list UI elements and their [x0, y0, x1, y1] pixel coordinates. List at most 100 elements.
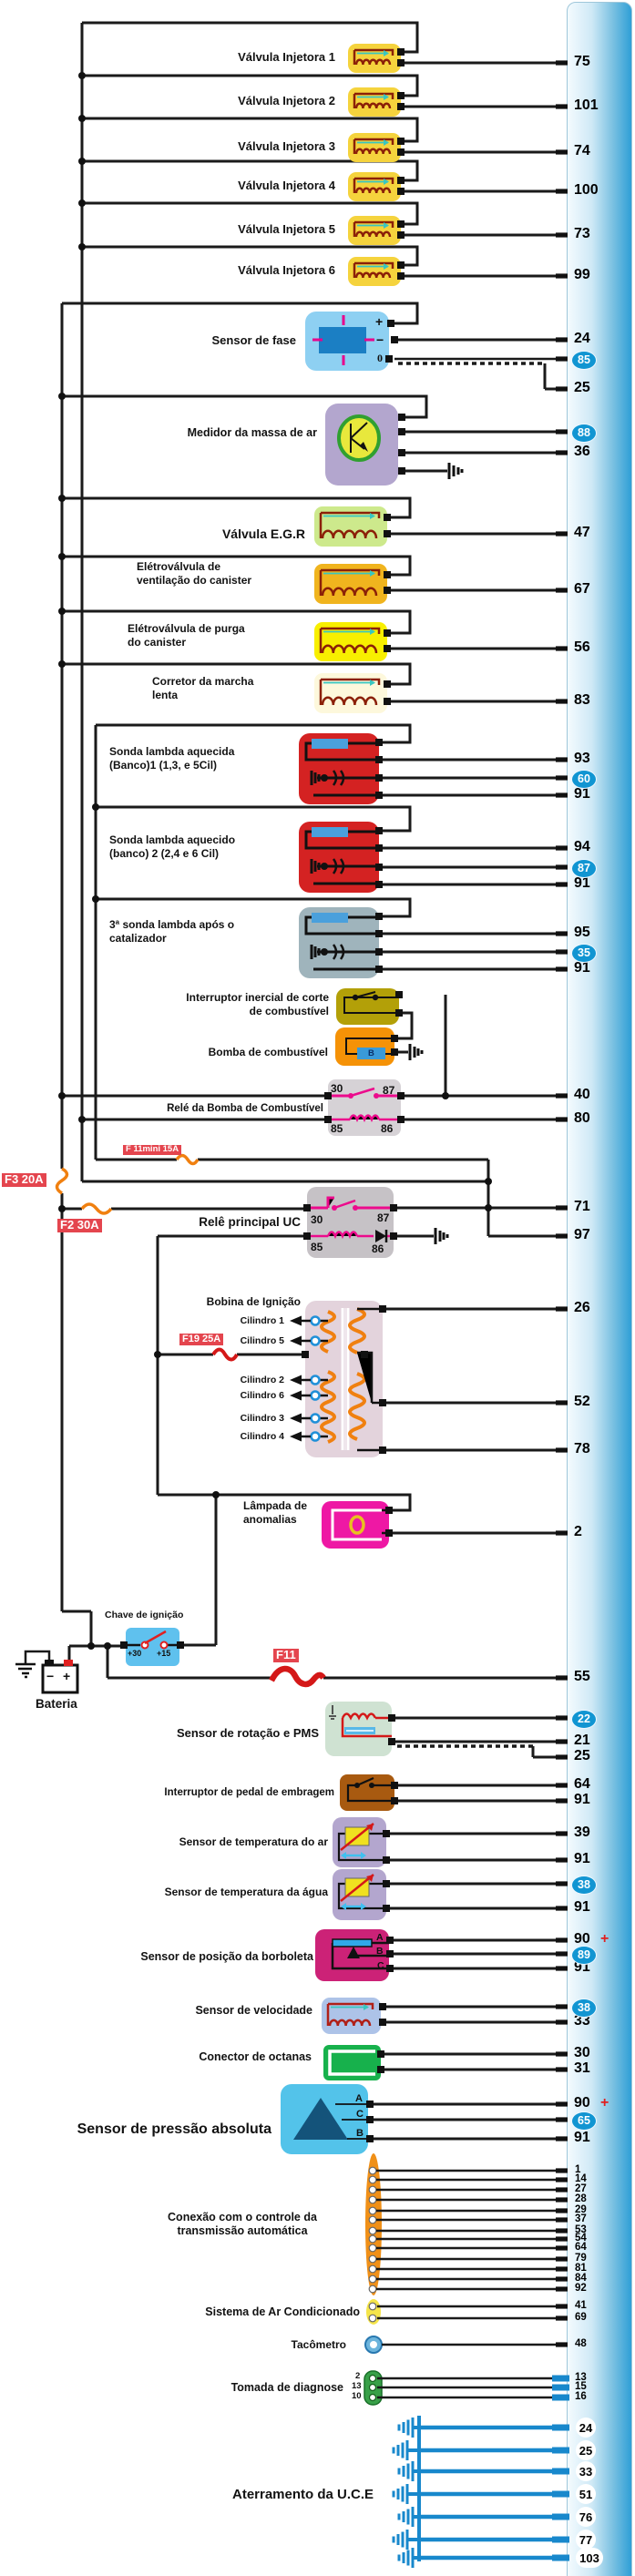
label-cilindro-5: Cilindro 5 — [240, 1335, 284, 1346]
label-octanas: Conector de octanas — [199, 2050, 312, 2063]
ecu-pin-60: 60 — [571, 769, 597, 789]
tps-icon — [315, 1929, 389, 1981]
ecu-pin-69: 69 — [575, 2312, 587, 2323]
label-ar-cond: Sistema de Ar Condicionado — [205, 2305, 360, 2318]
ecu-pin-54: 54 — [575, 2233, 587, 2244]
fuse-f3-label: F3 20A — [2, 1172, 46, 1187]
ecu-pin-15: 15 — [575, 2381, 587, 2392]
transmission-connector-icon — [365, 2153, 382, 2295]
ecu-pin-22: 22 — [571, 1709, 597, 1729]
map-a: A — [355, 2093, 363, 2104]
ecu-pin-85: 85 — [571, 350, 597, 370]
fuse-f2-label: F2 30A — [57, 1218, 102, 1232]
ecu-pin-94: 94 — [574, 839, 590, 854]
map-b: B — [356, 2128, 364, 2139]
label-diagnose: Tomada de diagnose — [230, 2381, 343, 2394]
ecu-pin-51: 51 — [576, 2484, 596, 2504]
label-pressao: Sensor de pressão absoluta — [77, 2121, 271, 2137]
component-icons — [15, 44, 401, 2406]
label-borboleta: Sensor de posição da borboleta — [140, 1950, 313, 1963]
label-cilindro-2: Cilindro 2 — [240, 1375, 284, 1385]
label-rele-bomba: Relé da Bomba de Combustível — [167, 1103, 323, 1114]
label-rotacao: Sensor de rotação e PMS — [176, 1726, 319, 1740]
fuel-pump-relay-icon — [328, 1079, 401, 1136]
ecu-pin-99: 99 — [574, 267, 590, 282]
ecu-pin-80: 80 — [574, 1110, 590, 1126]
label-temp-ar: Sensor de temperatura do ar — [179, 1835, 328, 1848]
label-transmissao: Conexão com o controle da transmissão au… — [168, 2211, 317, 2238]
label-inj3: Válvula Injetora 3 — [238, 139, 335, 153]
crank-sensor-icon — [325, 1702, 392, 1756]
ecu-pin-75: 75 — [574, 54, 590, 69]
label-inj2: Válvula Injetora 2 — [238, 94, 335, 107]
anomaly-lamp-icon — [322, 1501, 389, 1549]
ecu-pin-77: 77 — [576, 2530, 596, 2550]
label-fase: Sensor de fase — [211, 333, 297, 347]
ecu-pin-91: 91 — [574, 786, 590, 802]
tps-b: B — [376, 1946, 384, 1957]
label-aterramento: Aterramento da U.C.E — [232, 2487, 374, 2502]
ecu-pin-89: 89 — [571, 1945, 597, 1965]
fuse-f11-label: F11 — [273, 1648, 299, 1662]
plus-mark: + — [600, 1931, 609, 1947]
fuse-wires — [55, 1153, 326, 1688]
label-sonda1: Sonda lambda aquecida (Banco)1 (1,3, e 5… — [109, 745, 235, 772]
label-tacometro: Tacômetro — [291, 2338, 346, 2351]
ecu-pin-40: 40 — [574, 1087, 590, 1102]
label-embragem: Interruptor de pedal de embragem — [164, 1787, 334, 1798]
ecu-pin-87: 87 — [571, 858, 597, 878]
ecu-pin-65: 65 — [571, 2111, 597, 2131]
label-bomba: Bomba de combustível — [208, 1046, 328, 1058]
ecu-pin-84: 84 — [575, 2273, 587, 2284]
chave-t15: +15 — [157, 1649, 171, 1658]
ecu-pin-52: 52 — [574, 1394, 590, 1409]
ecu-pin-67: 67 — [574, 581, 590, 597]
ecu-pin-28: 28 — [575, 2193, 587, 2204]
label-inj6: Válvula Injetora 6 — [238, 263, 335, 277]
ecu-pin-38: 38 — [571, 1998, 597, 2018]
fuel-relay-85: 85 — [331, 1122, 343, 1135]
label-lampada: Lâmpada de anomalias — [243, 1499, 308, 1526]
diag-t2: 2 — [355, 2371, 361, 2381]
ecu-pin-95: 95 — [574, 925, 590, 940]
ecu-pin-25: 25 — [576, 2440, 596, 2460]
ecu-pin-38: 38 — [571, 1875, 597, 1895]
ecu-pin-35: 35 — [571, 943, 597, 963]
ecu-pin-24: 24 — [576, 2418, 596, 2438]
ecu-pin-79: 79 — [575, 2253, 587, 2264]
ecu-pin-64: 64 — [575, 2242, 587, 2253]
ecu-pin-74: 74 — [574, 143, 590, 158]
plus-mark: + — [600, 2095, 609, 2111]
ecu-pin-21: 21 — [574, 1733, 590, 1748]
ecu-pin-76: 76 — [576, 2507, 596, 2527]
ecu-pin-25: 25 — [574, 1748, 590, 1763]
label-egr: Válvula E.G.R — [221, 526, 305, 541]
ecu-pin-91: 91 — [574, 1792, 590, 1807]
ecu-pin-2: 2 — [574, 1524, 582, 1539]
ecu-pin-91: 91 — [574, 1899, 590, 1915]
chave-t30: +30 — [128, 1649, 142, 1658]
label-purga-canister: Elétroválvula de purga do canister — [128, 622, 245, 649]
ecu-pin-33: 33 — [576, 2461, 596, 2481]
pump-motor-b: B — [368, 1048, 374, 1058]
main-relay-85: 85 — [311, 1241, 323, 1253]
water-temp-sensor-icon — [333, 1869, 386, 1920]
fuse-f11mini-label: F 11mini 15A — [123, 1144, 182, 1155]
ecu-pin-31: 31 — [574, 2060, 590, 2076]
map-sensor-icon — [281, 2084, 368, 2154]
ecu-pin-83: 83 — [574, 692, 590, 708]
octane-connector-icon — [323, 2045, 381, 2080]
ecu-pin-92: 92 — [575, 2283, 587, 2294]
ecu-pin-13: 13 — [575, 2372, 587, 2383]
fuel-pump-icon — [335, 1027, 394, 1066]
ecu-pin-91: 91 — [574, 1851, 590, 1866]
label-inercial: Interruptor inercial de corte de combust… — [186, 991, 329, 1017]
ecu-pin-25: 25 — [574, 380, 590, 395]
ecu-pin-55: 55 — [574, 1669, 590, 1684]
ecu-pin-26: 26 — [574, 1300, 590, 1315]
ecu-pin-103: 103 — [576, 2548, 603, 2568]
ecu-pin-1: 1 — [575, 2164, 581, 2175]
tachometer-icon — [364, 2336, 383, 2354]
label-velocidade: Sensor de velocidade — [195, 2004, 312, 2017]
